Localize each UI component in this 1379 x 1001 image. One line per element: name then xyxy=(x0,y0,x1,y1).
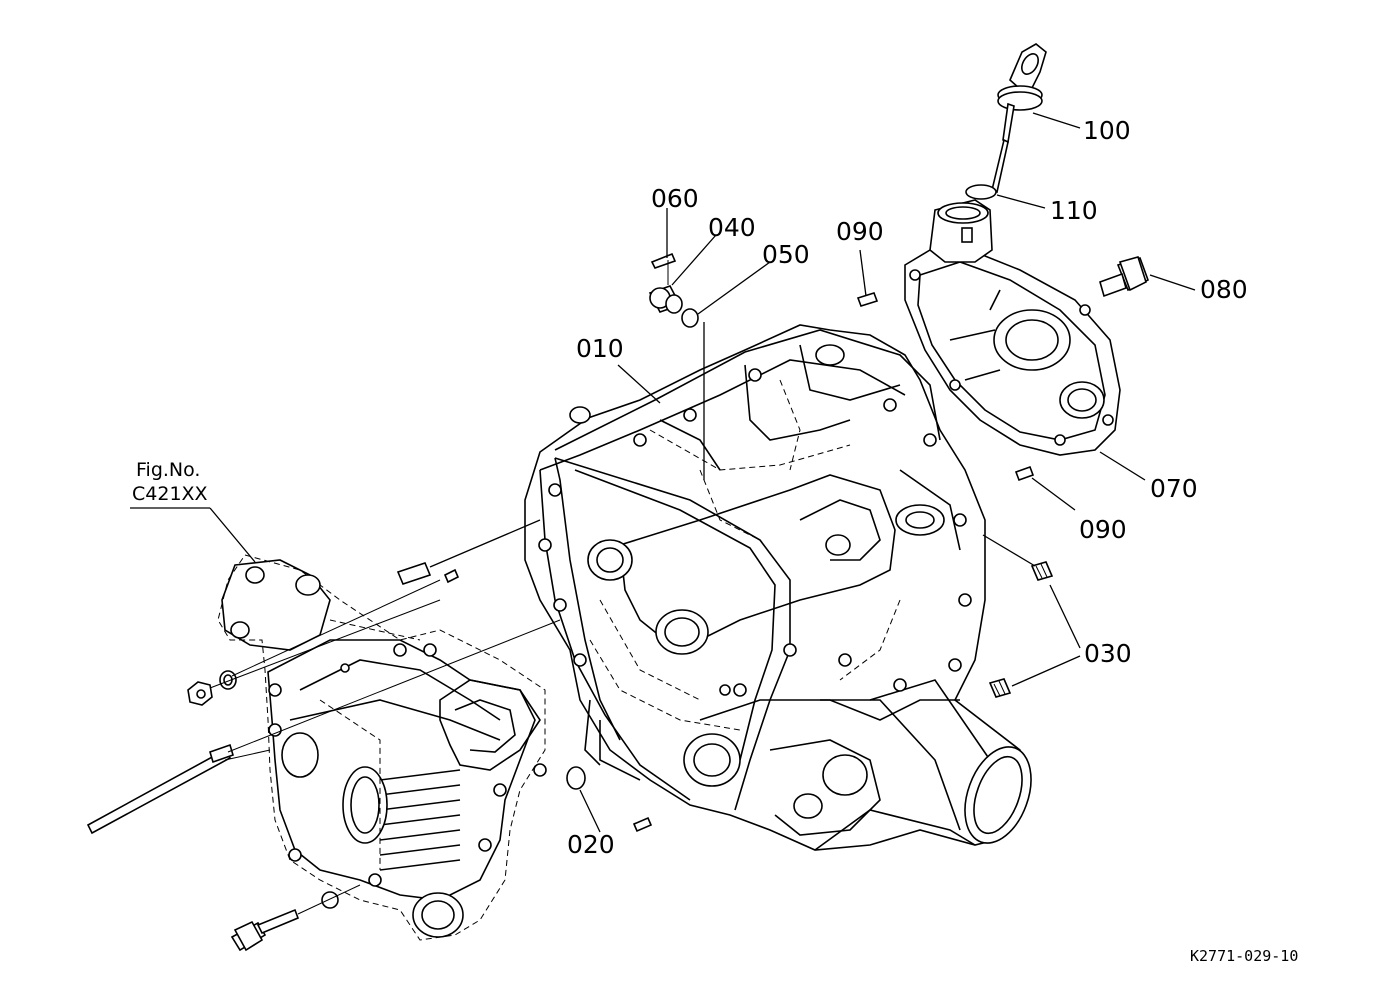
pin-090-upper xyxy=(856,292,879,307)
fasteners-left xyxy=(86,519,561,952)
bushing-040 xyxy=(648,285,683,314)
callout-030: 030 xyxy=(1084,639,1132,668)
o-ring-020 xyxy=(566,766,586,790)
callout-090-lower: 090 xyxy=(1079,515,1127,544)
figure-ref-line1: Fig.No. xyxy=(136,459,200,481)
callout-020: 020 xyxy=(567,830,615,859)
callout-090-upper: 090 xyxy=(836,217,884,246)
side-cover xyxy=(904,199,1121,456)
callout-050: 050 xyxy=(762,240,810,269)
pin-060 xyxy=(650,252,677,285)
pin-090-lower xyxy=(1014,465,1035,482)
callout-070: 070 xyxy=(1150,474,1198,503)
front-cover-assembly xyxy=(217,554,547,941)
plug-030 xyxy=(988,561,1054,698)
pin-small xyxy=(632,816,653,833)
callout-060: 060 xyxy=(651,184,699,213)
o-ring-110 xyxy=(965,184,997,200)
drawing-code: K2771-029-10 xyxy=(1190,947,1298,965)
callout-010: 010 xyxy=(576,334,624,363)
callout-080: 080 xyxy=(1200,275,1248,304)
leader-lines xyxy=(130,112,1196,833)
dipstick xyxy=(991,43,1047,194)
callout-labels: Fig.No. C421XX 010 020 030 040 050 060 0… xyxy=(132,116,1298,965)
callout-110: 110 xyxy=(1050,196,1098,225)
figure-ref-line2: C421XX xyxy=(132,483,208,505)
callout-100: 100 xyxy=(1083,116,1131,145)
bolt-080 xyxy=(1099,256,1149,298)
o-ring-050 xyxy=(681,308,699,328)
callout-040: 040 xyxy=(708,213,756,242)
transmission-case xyxy=(524,324,1032,851)
